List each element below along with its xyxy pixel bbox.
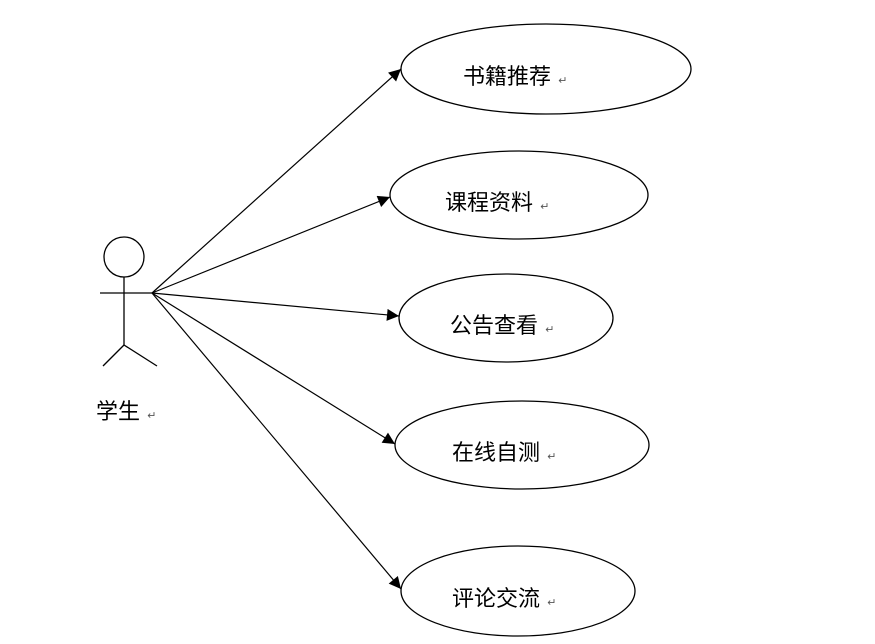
- actor-left-leg: [102, 344, 125, 367]
- actor-name: 学生 ↵: [96, 400, 156, 425]
- actor-figure: [100, 236, 158, 367]
- use-case-text: 课程资料: [445, 191, 533, 216]
- use-case-para-mark: ↵: [540, 200, 549, 213]
- use-case-ellipse: [389, 150, 649, 240]
- association-course-materials: [151, 195, 391, 294]
- use-case-online-self-test: 在线自测 ↵: [394, 400, 650, 490]
- use-case-ellipse: [400, 23, 692, 115]
- use-case-course-materials: 课程资料 ↵: [389, 150, 649, 240]
- use-case-para-mark: ↵: [558, 74, 567, 87]
- use-case-para-mark: ↵: [545, 323, 554, 336]
- use-case-label: 公告查看 ↵: [450, 314, 554, 339]
- associations: [151, 68, 402, 590]
- actor-name-text: 学生: [96, 400, 140, 425]
- use-case-text: 在线自测: [452, 441, 540, 466]
- use-case-text: 评论交流: [452, 587, 540, 612]
- actor-right-leg: [123, 344, 158, 367]
- use-case-ellipse: [400, 545, 636, 637]
- use-case-text: 公告查看: [450, 314, 538, 339]
- use-case-text: 书籍推荐: [463, 65, 551, 90]
- use-case-label: 课程资料 ↵: [445, 191, 549, 216]
- association-announcements: [151, 292, 400, 321]
- use-case-book-recommendation: 书籍推荐 ↵: [400, 23, 692, 115]
- use-case-para-mark: ↵: [547, 450, 556, 463]
- use-case-para-mark: ↵: [547, 596, 556, 609]
- actor-head: [103, 236, 145, 278]
- association-online-self-test: [151, 292, 396, 445]
- use-case-label: 书籍推荐 ↵: [463, 65, 567, 90]
- association-comments: [151, 292, 402, 590]
- use-case-comments: 评论交流 ↵: [400, 545, 636, 637]
- use-case-announcements: 公告查看 ↵: [398, 273, 614, 363]
- use-case-ellipse: [394, 400, 650, 490]
- use-case-label: 评论交流 ↵: [452, 587, 556, 612]
- use-case-ellipse: [398, 273, 614, 363]
- use-case-label: 在线自测 ↵: [452, 441, 556, 466]
- association-book-recommendation: [151, 68, 402, 294]
- actor-name-para-mark: ↵: [147, 409, 156, 422]
